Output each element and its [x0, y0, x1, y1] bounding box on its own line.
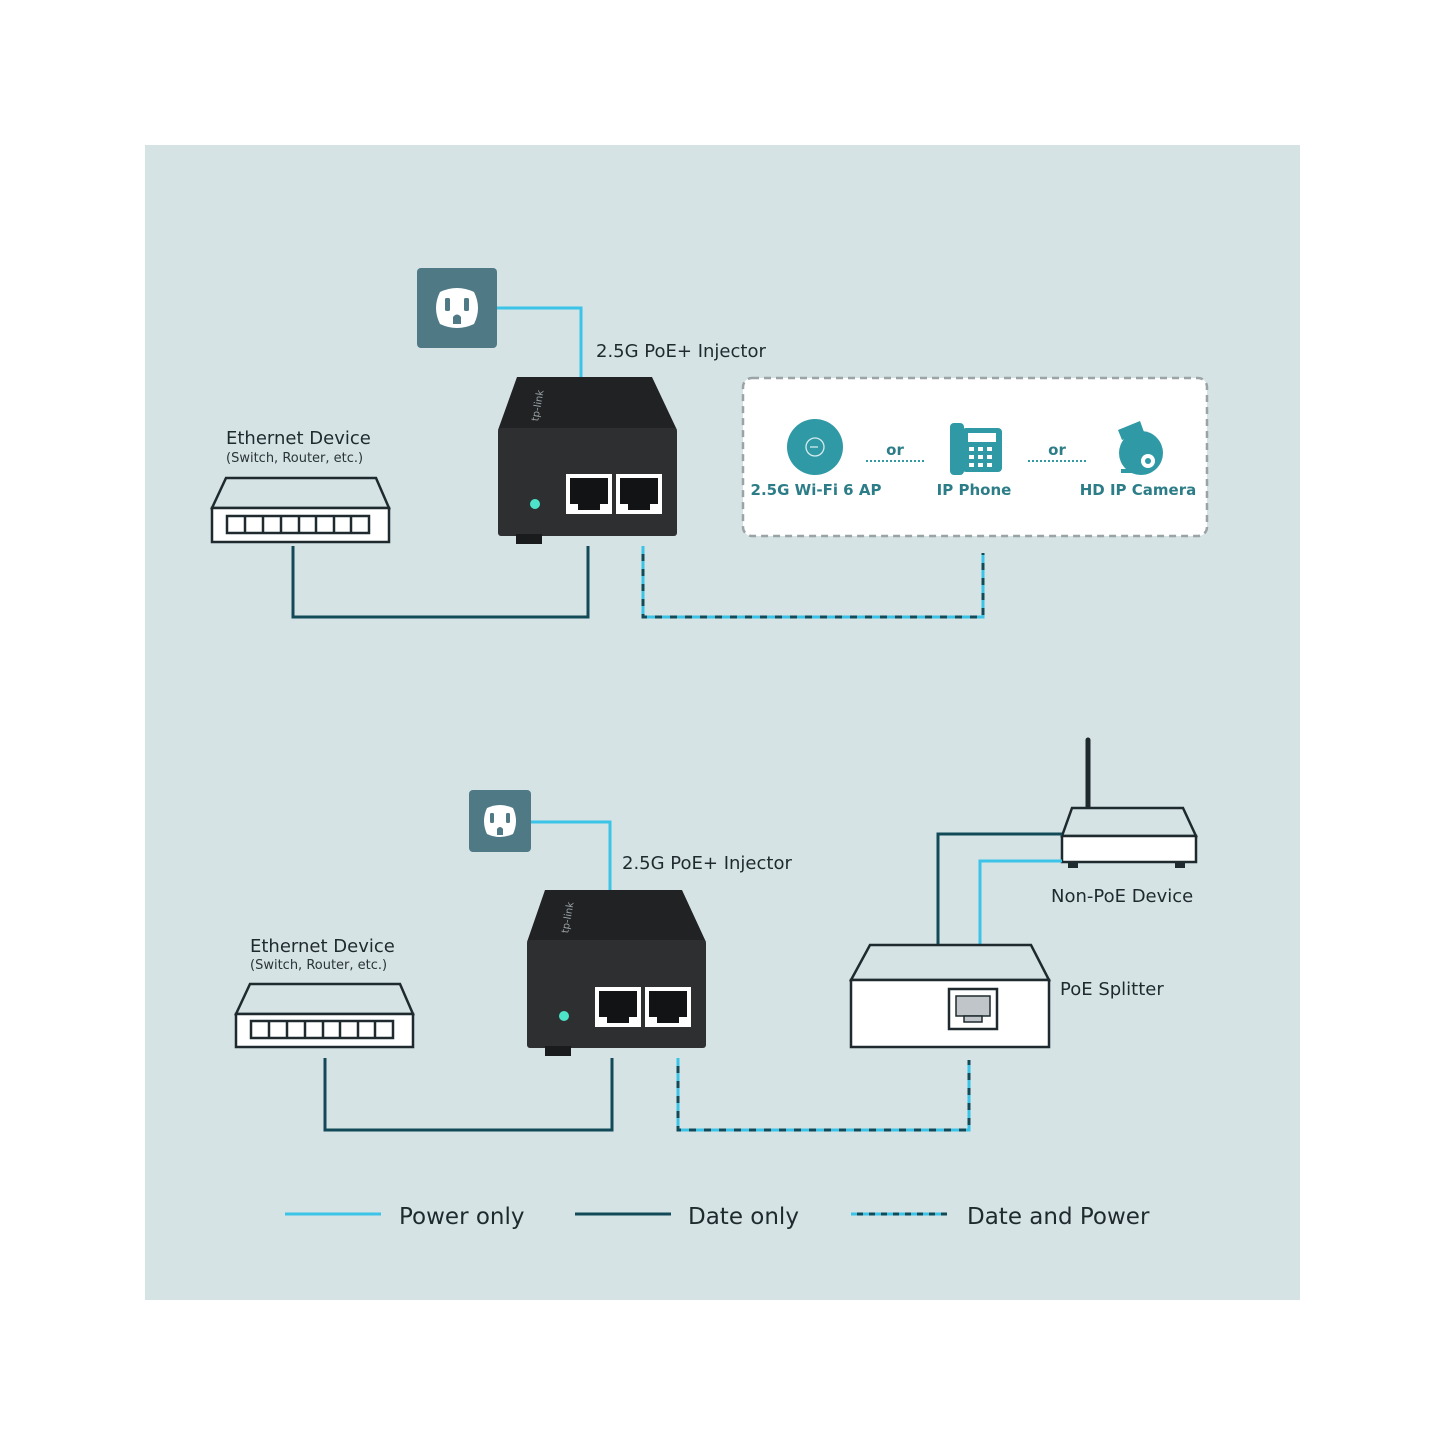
- legend-power-only: Power only: [399, 1204, 525, 1230]
- top-injector-device: tp-link: [498, 377, 677, 544]
- or-separator-2: or: [1048, 441, 1066, 459]
- splitter-power-line: [978, 859, 1062, 945]
- diagram-panel: [145, 145, 1300, 1300]
- bottom-injector-device: tp-link: [527, 890, 706, 1056]
- wifi-ap-icon: [787, 419, 843, 475]
- bottom-injector-label: 2.5G PoE+ Injector: [622, 853, 792, 874]
- top-data-power-line: [641, 546, 985, 619]
- svg-text:tp-link: tp-link: [560, 901, 576, 934]
- svg-text:tp-link: tp-link: [530, 389, 546, 422]
- top-power-line: [497, 306, 583, 378]
- ip-phone-icon: [950, 423, 1002, 475]
- non-poe-router-icon: [1060, 737, 1198, 868]
- bottom-power-line: [531, 820, 612, 890]
- bottom-data-power-line: [676, 1058, 971, 1132]
- wifi-ap-label: 2.5G Wi-Fi 6 AP: [751, 481, 882, 499]
- poe-splitter-icon: [848, 943, 1052, 1049]
- splitter-data-line: [936, 832, 1062, 945]
- legend-data-and-power: Date and Power: [967, 1204, 1150, 1230]
- top-injector-label: 2.5G PoE+ Injector: [596, 341, 766, 362]
- bottom-data-line: [323, 1058, 614, 1132]
- top-outlet-icon: [417, 268, 497, 348]
- bottom-ethernet-subtitle: (Switch, Router, etc.): [250, 958, 387, 973]
- ip-phone-label: IP Phone: [937, 481, 1012, 499]
- poe-splitter-label: PoE Splitter: [1060, 979, 1164, 1000]
- top-data-line: [291, 546, 590, 619]
- top-ethernet-subtitle: (Switch, Router, etc.): [226, 451, 363, 466]
- top-ethernet-title: Ethernet Device: [226, 428, 371, 449]
- non-poe-label: Non-PoE Device: [1051, 886, 1193, 907]
- ip-camera-label: HD IP Camera: [1080, 481, 1196, 499]
- bottom-outlet-icon: [469, 790, 531, 852]
- bottom-ethernet-switch-icon: [234, 982, 415, 1049]
- top-ethernet-switch-icon: [210, 476, 391, 544]
- legend: Power only Date only Date and Power: [285, 1204, 1150, 1230]
- bottom-ethernet-title: Ethernet Device: [250, 936, 395, 957]
- ip-camera-icon: [1118, 421, 1163, 475]
- or-separator-1: or: [886, 441, 904, 459]
- legend-data-only: Date only: [688, 1204, 799, 1230]
